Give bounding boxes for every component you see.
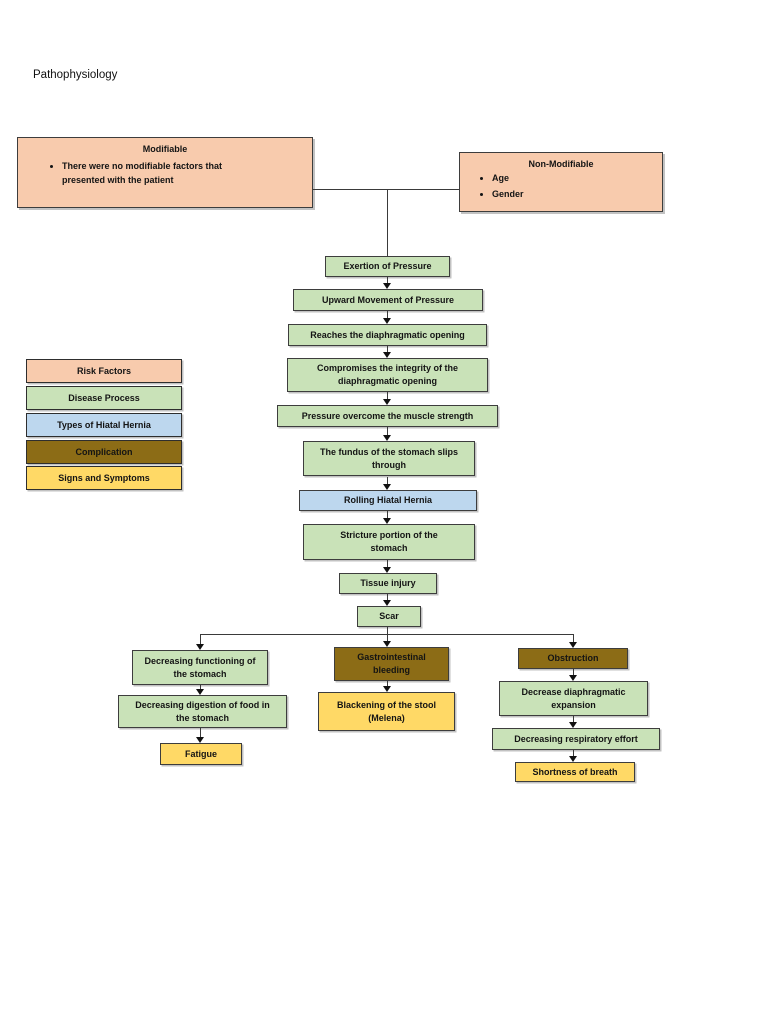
flow-node-scar: Scar [357,606,421,627]
arrowhead-down-icon [383,283,391,289]
flow-node-fundus-slips: The fundus of the stomach slips through [303,441,475,476]
flow-connector [573,669,574,675]
flow-connector [387,346,388,352]
flow-node-shortness-of-breath: Shortness of breath [515,762,635,782]
arrowhead-down-icon [383,484,391,490]
flow-connector [387,277,388,283]
legend-item-risk-factors: Risk Factors [26,359,182,383]
flow-connector [387,594,388,600]
arrowhead-down-icon [383,318,391,324]
legend-item-types-of-hiatal-hernia: Types of Hiatal Hernia [26,413,182,437]
flow-node-stricture-portion: Stricture portion of the stomach [303,524,475,560]
legend-item-disease-process: Disease Process [26,386,182,410]
flow-connector [387,560,388,567]
arrowhead-down-icon [569,756,577,762]
flow-node-decreasing-respiratory-effort: Decreasing respiratory effort [492,728,660,750]
arrowhead-down-icon [196,644,204,650]
flow-connector [387,477,388,484]
flow-connector [387,511,388,518]
arrowhead-down-icon [383,399,391,405]
arrowhead-down-icon [196,737,204,743]
flow-node-decreasing-functioning: Decreasing functioning of the stomach [132,650,268,685]
flow-connector [387,189,388,256]
modifiable-box: Modifiable There were no modifiable fact… [17,137,313,208]
flow-node-reaches-opening: Reaches the diaphragmatic opening [288,324,487,346]
flow-node-compromises-integrity: Compromises the integrity of the diaphra… [287,358,488,392]
flow-node-upward-movement: Upward Movement of Pressure [293,289,483,311]
non-modifiable-box: Non-Modifiable Age Gender [459,152,663,212]
flow-node-decreasing-digestion: Decreasing digestion of food in the stom… [118,695,287,728]
flow-node-obstruction: Obstruction [518,648,628,669]
flow-connector [387,634,388,641]
flow-connector [200,685,201,689]
flow-node-rolling-hiatal-hernia: Rolling Hiatal Hernia [299,490,477,511]
non-modifiable-bullet: Gender [492,188,662,202]
arrowhead-down-icon [383,600,391,606]
flow-connector [573,634,574,642]
arrowhead-down-icon [383,435,391,441]
flow-node-fatigue: Fatigue [160,743,242,765]
flow-connector [200,634,573,635]
arrowhead-down-icon [383,567,391,573]
flow-connector [387,627,388,634]
flow-connector [200,634,201,644]
non-modifiable-title: Non-Modifiable [528,159,594,169]
arrowhead-down-icon [383,352,391,358]
arrowhead-down-icon [569,722,577,728]
flow-node-exertion-of-pressure: Exertion of Pressure [325,256,450,277]
arrowhead-down-icon [196,689,204,695]
flow-node-decrease-diaphragmatic-expansion: Decrease diaphragmatic expansion [499,681,648,716]
flow-node-gastrointestinal-bleeding: Gastrointestinal bleeding [334,647,449,681]
modifiable-title: Modifiable [142,144,188,154]
flow-connector [387,392,388,399]
arrowhead-down-icon [569,675,577,681]
arrowhead-down-icon [383,518,391,524]
flow-connector [573,716,574,722]
arrowhead-down-icon [383,641,391,647]
non-modifiable-bullet: Age [492,172,662,186]
flow-connector [573,750,574,756]
flow-node-tissue-injury: Tissue injury [339,573,437,594]
flow-connector [387,311,388,318]
page-title: Pathophysiology [33,69,118,81]
arrowhead-down-icon [383,686,391,692]
legend-item-complication: Complication [26,440,182,464]
arrowhead-down-icon [569,642,577,648]
flow-node-blackening-stool-melena: Blackening of the stool (Melena) [318,692,455,731]
flow-connector [313,189,459,190]
flow-connector [387,681,388,686]
modifiable-bullet: There were no modifiable factors that pr… [62,160,252,187]
flow-connector [200,728,201,737]
flow-connector [387,427,388,435]
legend-item-signs-and-symptoms: Signs and Symptoms [26,466,182,490]
flow-node-pressure-overcome: Pressure overcome the muscle strength [277,405,498,427]
